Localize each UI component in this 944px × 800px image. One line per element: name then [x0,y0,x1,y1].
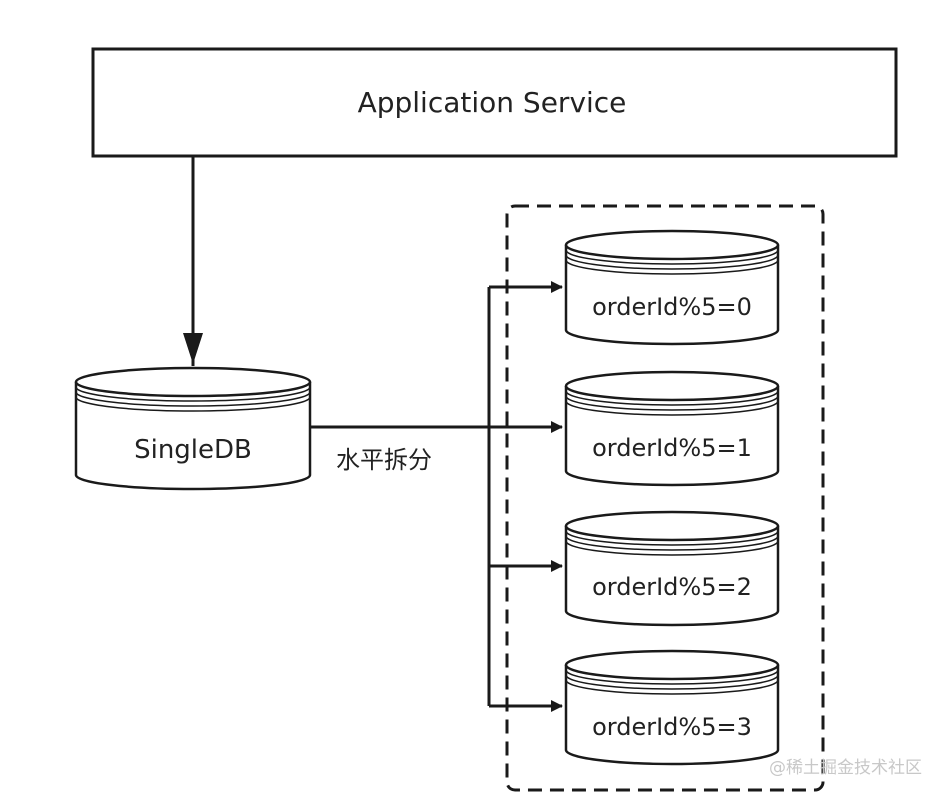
shard-db-2: orderId%5=2 [564,510,780,627]
watermark: @稀土掘金技术社区 [769,758,922,778]
shard-label-1: orderId%5=1 [592,434,752,462]
single-db-label: SingleDB [134,435,252,465]
split-label: 水平拆分 [336,446,432,474]
shard-label-0: orderId%5=0 [592,293,752,321]
single-db-cylinder: SingleDB [74,366,312,491]
shard-db-1: orderId%5=1 [564,370,780,487]
shard-db-3: orderId%5=3 [564,649,780,766]
app-to-db-arrowhead [183,333,203,364]
shard-label-3: orderId%5=3 [592,713,752,741]
application-service-box: Application Service [91,47,898,158]
shard-label-2: orderId%5=2 [592,573,752,601]
shard-group-boundary [505,204,825,792]
application-service-label: Application Service [358,86,627,119]
split-connectors [310,281,563,712]
shard-db-0: orderId%5=0 [564,229,780,346]
